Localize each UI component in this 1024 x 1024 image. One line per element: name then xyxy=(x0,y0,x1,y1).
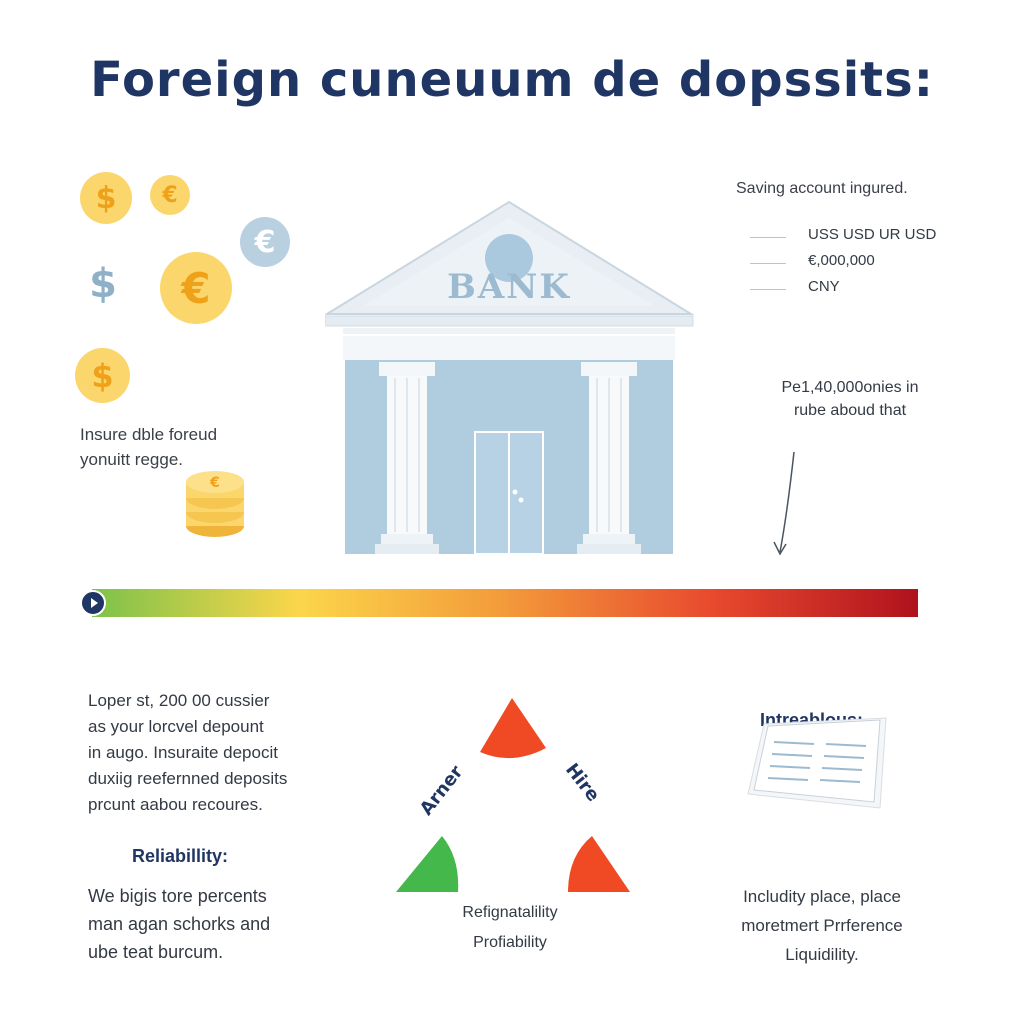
arrow-down-icon xyxy=(773,451,795,556)
tradeoff-triangle: Arner Hire xyxy=(396,698,630,892)
dollar-coin-icon: $ xyxy=(75,348,130,403)
dollar-coin-icon: $ xyxy=(80,172,132,224)
triangle-caption-line: Profiability xyxy=(473,934,547,951)
currency-list: USS USD UR USD €,000,000 CNY xyxy=(750,224,970,302)
right-note-line: rube aboud that xyxy=(793,402,907,419)
reliability-line: We bigis tore percents xyxy=(88,886,267,906)
reliability-line: ube teat burcum. xyxy=(88,942,224,962)
triangle-segment-top xyxy=(480,698,546,759)
reliability-body: We bigis tore percents man agan schorks … xyxy=(88,882,328,966)
paragraph-line: Loper st, 200 00 cussier xyxy=(88,691,270,710)
reliability-heading: Reliabillity: xyxy=(132,846,229,866)
euro-coin-icon: € xyxy=(160,252,232,324)
paragraph-line: as your lorcvel depount xyxy=(88,717,264,736)
list-rule xyxy=(750,237,786,238)
left-note: Insure dble foreud yonuitt regge. xyxy=(80,422,280,472)
page-title: Foreign cuneuum de dopssits: xyxy=(90,52,934,108)
triangle-caption-line: Refignatalility xyxy=(462,904,558,921)
risk-gradient-bar xyxy=(92,589,918,617)
paragraph-line: prcunt aabou recoures. xyxy=(88,795,263,814)
left-note-line: Insure dble foreud xyxy=(80,425,218,444)
bottom-right-line: moretmert Prrference xyxy=(741,916,903,935)
list-rule xyxy=(750,289,786,290)
right-top-heading: Saving account ingured. xyxy=(736,180,908,197)
paragraph-line: in augo. Insuraite depocit xyxy=(88,743,278,762)
bottom-right-body: Includity place, place moretmert Prrfere… xyxy=(714,882,930,969)
bottom-right-line: Liquidility. xyxy=(785,945,859,964)
left-note-line: yonuitt regge. xyxy=(80,450,184,469)
document-icon xyxy=(747,717,887,809)
triangle-caption: Refignatalility Profiability xyxy=(410,898,610,958)
coin-stack-icon: € xyxy=(186,471,244,537)
currency-item: CNY xyxy=(808,278,840,295)
bottom-right-line: Includity place, place xyxy=(743,887,901,906)
currency-item: €,000,000 xyxy=(808,252,875,269)
right-note-line: Pe1,40,000onies in xyxy=(781,379,919,396)
triangle-label-right: Hire xyxy=(561,759,604,805)
paragraph-line: duxiig reefernned deposits xyxy=(88,769,288,788)
dollar-sign-icon: $ xyxy=(89,261,117,307)
play-marker-icon xyxy=(80,590,106,616)
euro-coin-icon: € xyxy=(240,217,290,267)
right-note: Pe1,40,000onies in rube aboud that xyxy=(760,376,940,422)
bank-label: BANK xyxy=(447,267,571,307)
triangle-segment-left xyxy=(396,836,459,892)
bottom-left-paragraph: Loper st, 200 00 cussier as your lorcvel… xyxy=(88,688,328,818)
triangle-label-left: Arner xyxy=(416,762,468,820)
list-rule xyxy=(750,263,786,264)
bank-building: BANK xyxy=(325,200,695,555)
coin-stack-symbol: € xyxy=(209,475,220,491)
reliability-line: man agan schorks and xyxy=(88,914,271,934)
triangle-segment-right xyxy=(568,836,630,892)
euro-coin-icon: € xyxy=(150,175,190,215)
currency-item: USS USD UR USD xyxy=(808,226,937,243)
